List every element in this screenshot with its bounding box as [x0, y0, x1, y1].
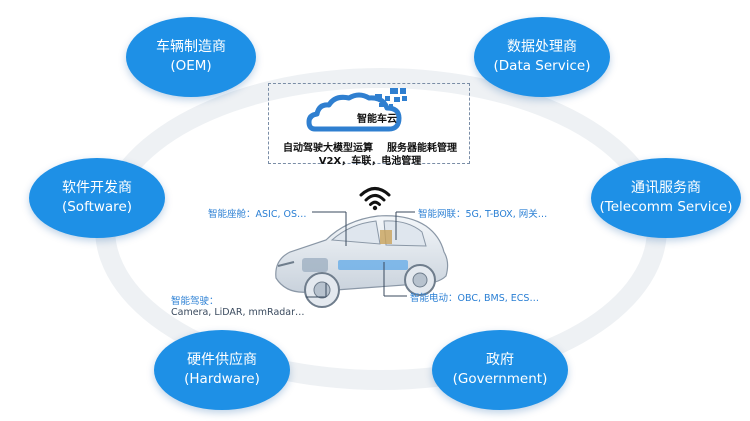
label-smart-network: 智能网联：5G, T-BOX, 网关…: [418, 209, 548, 220]
node-hardware: 硬件供应商 (Hardware): [154, 330, 290, 410]
cloud-line1-right: 服务器能耗管理: [386, 143, 457, 154]
node-hardware-en: (Hardware): [184, 371, 260, 387]
node-government: 政府 (Government): [432, 330, 568, 410]
cloud-title: 智能车云: [357, 114, 397, 125]
label-smart-electric: 智能电动：OBC, BMS, ECS…: [410, 293, 539, 304]
node-software-cn: 软件开发商: [62, 180, 132, 196]
node-software-en: (Software): [61, 199, 133, 215]
node-telecomm: 通讯服务商 (Telecomm Service): [591, 158, 741, 238]
node-software: 软件开发商 (Software): [29, 158, 165, 238]
node-data-service-cn: 数据处理商: [507, 39, 577, 55]
smart-car-cloud-box: 智能车云 自动驾驶大模型运算 服务器能耗管理 V2X，车联，电池管理: [268, 83, 471, 167]
node-data-service-en: (Data Service): [493, 58, 591, 74]
cloud-line1: 自动驾驶大模型运算 服务器能耗管理: [269, 139, 471, 154]
label-smart-cockpit: 智能座舱：ASIC, OS…: [208, 209, 307, 220]
node-telecomm-en: (Telecomm Service): [599, 199, 733, 215]
node-hardware-cn: 硬件供应商: [187, 352, 257, 368]
node-telecomm-cn: 通讯服务商: [631, 180, 701, 196]
cloud-line1-left: 自动驾驶大模型运算: [283, 143, 374, 154]
node-oem: 车辆制造商 (OEM): [126, 17, 256, 97]
node-oem-cn: 车辆制造商: [156, 39, 226, 55]
wifi-icon: [359, 187, 391, 211]
cloud-icon: [306, 88, 407, 132]
node-government-en: (Government): [452, 371, 548, 387]
node-government-cn: 政府: [486, 352, 514, 368]
label-smart-driving-title: 智能驾驶：: [171, 296, 219, 307]
car-illustration: [275, 215, 449, 308]
label-smart-driving-items: Camera, LiDAR, mmRadar…: [171, 307, 305, 318]
node-oem-en: (OEM): [170, 58, 212, 74]
cloud-line2: V2X，车联，电池管理: [318, 156, 422, 167]
node-data-service: 数据处理商 (Data Service): [474, 17, 610, 97]
